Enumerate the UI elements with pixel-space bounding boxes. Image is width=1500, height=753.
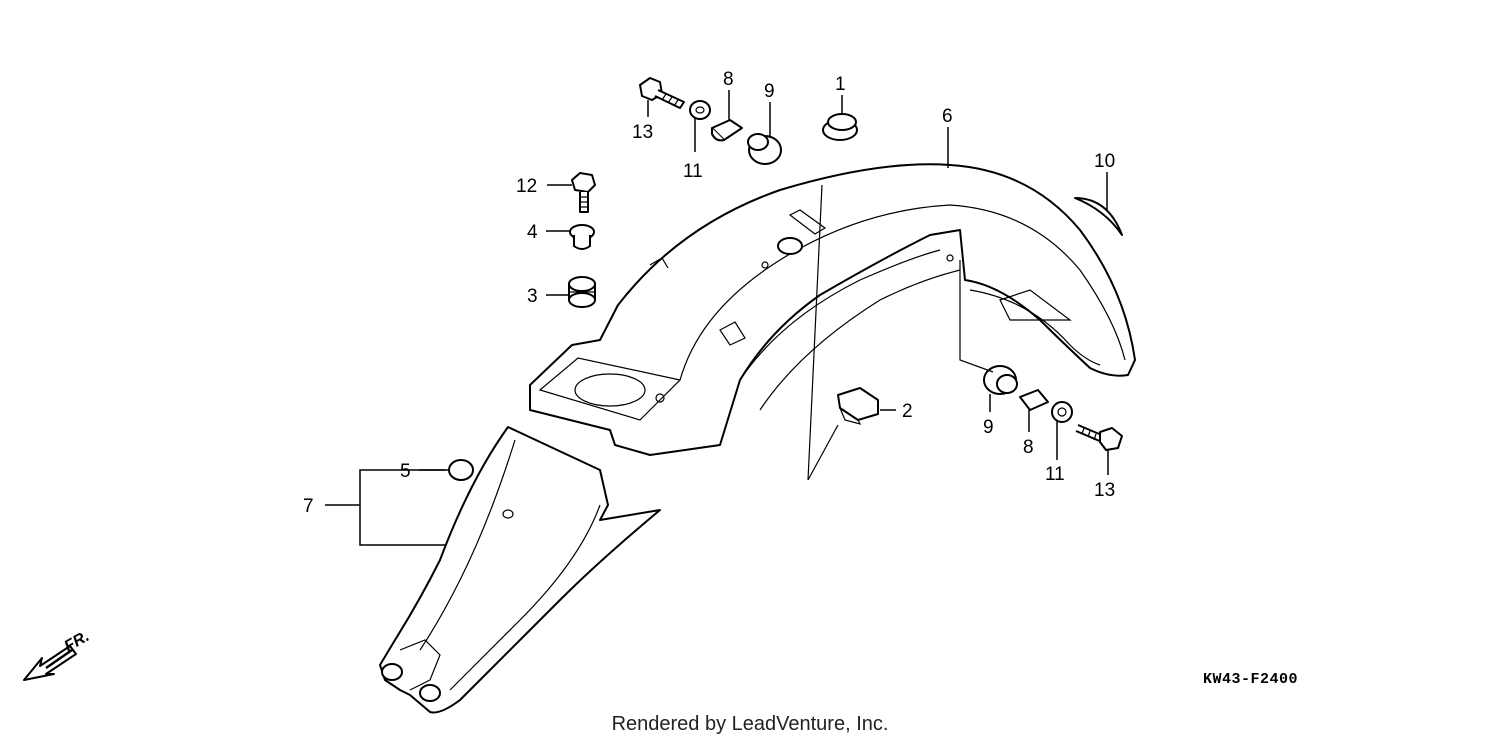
rubber-part-9-bottom[interactable] xyxy=(983,365,1018,395)
washer-part-11-bottom[interactable] xyxy=(1051,401,1073,423)
collar-part-8-bottom[interactable] xyxy=(1019,389,1049,411)
bolt-part-13-bottom[interactable] xyxy=(1075,424,1123,451)
leader-lines xyxy=(325,90,1109,546)
rubber-bushing-part-3[interactable] xyxy=(568,276,596,308)
clip-nut-part-2[interactable] xyxy=(837,387,879,425)
washer-part-11-top[interactable] xyxy=(689,100,711,120)
callout-8-bottom: 8 xyxy=(1023,437,1034,458)
callout-11-top: 11 xyxy=(683,161,703,182)
diagram-code: KW43-F2400 xyxy=(1203,671,1299,688)
callout-labels: 1 2 3 4 5 6 7 8 8 9 9 10 11 11 12 13 13 xyxy=(303,69,1115,517)
callout-8-top: 8 xyxy=(723,69,734,90)
inner-fender-part[interactable] xyxy=(379,426,661,714)
arrow-left-down-icon xyxy=(23,645,77,681)
callout-4: 4 xyxy=(527,222,538,243)
callout-3: 3 xyxy=(527,286,538,307)
callout-12: 12 xyxy=(516,176,537,197)
bolt-part-13-top[interactable] xyxy=(639,77,685,109)
grommet-part-1[interactable] xyxy=(822,113,858,141)
callout-6: 6 xyxy=(942,106,953,127)
callout-1: 1 xyxy=(835,74,846,95)
front-direction-indicator: FR. xyxy=(23,628,92,681)
callout-7: 7 xyxy=(303,496,314,517)
callout-9-top: 9 xyxy=(764,81,775,102)
decal-part-10[interactable] xyxy=(1074,197,1123,236)
callout-9-bottom: 9 xyxy=(983,417,994,438)
collar-part-4[interactable] xyxy=(569,224,595,250)
callout-11-bottom: 11 xyxy=(1045,464,1065,485)
bolt-part-12[interactable] xyxy=(571,172,596,213)
callout-5: 5 xyxy=(400,461,411,482)
callout-10: 10 xyxy=(1094,151,1115,172)
rear-fender-part[interactable] xyxy=(529,163,1136,456)
rubber-part-9-top[interactable] xyxy=(747,133,782,165)
callout-13-bottom: 13 xyxy=(1094,480,1115,501)
collar-part-8-top[interactable] xyxy=(711,119,743,142)
callout-2: 2 xyxy=(902,401,913,422)
credit-text: Rendered by LeadVenture, Inc. xyxy=(611,713,889,735)
cap-nut-part-5[interactable] xyxy=(448,459,474,481)
callout-13-top: 13 xyxy=(632,122,653,143)
